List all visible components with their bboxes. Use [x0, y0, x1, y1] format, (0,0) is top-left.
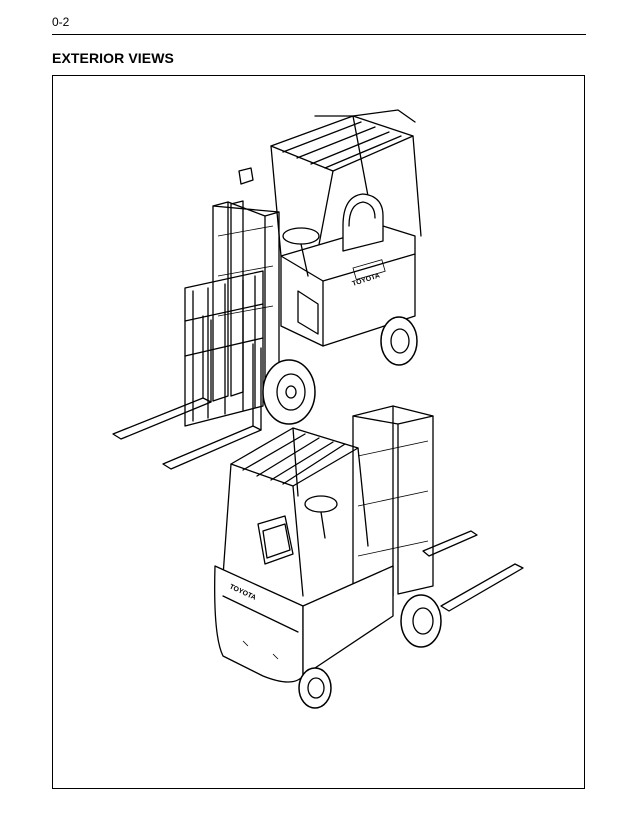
front-wheel-front-view [262, 359, 316, 425]
steering-rear [304, 495, 338, 539]
front-wheel-rear-view [400, 594, 442, 648]
mirror-front [238, 167, 254, 185]
truck-body-rear: TOYOTA [214, 565, 394, 683]
forks-front [112, 315, 262, 470]
page-number: 0-2 [52, 15, 70, 29]
figure-frame: TOYOTA [52, 75, 585, 789]
load-backrest [184, 270, 264, 427]
truck-body-front: TOYOTA [280, 225, 416, 347]
mast-front [212, 200, 280, 402]
header-rule [52, 34, 586, 35]
overhead-guard-rear [222, 427, 369, 597]
operator-seat-rear [257, 515, 294, 565]
steering-front [282, 227, 320, 277]
forklift-front-view: TOYOTA [112, 109, 422, 470]
rear-wheel-front-view [380, 316, 418, 366]
overhead-guard-front [270, 109, 422, 277]
rear-wheel-rear-view [298, 667, 332, 709]
forks-rear [422, 530, 524, 612]
forklift-illustrations: TOYOTA [112, 109, 524, 709]
section-title: EXTERIOR VIEWS [52, 50, 174, 66]
forklift-rear-view: TOYOTA [214, 405, 524, 709]
operator-seat-front [342, 193, 384, 252]
